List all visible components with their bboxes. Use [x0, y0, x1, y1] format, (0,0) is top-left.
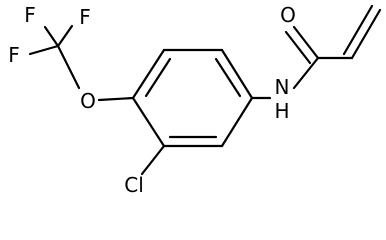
bond-carbonyl-o-a: [292, 25, 320, 60]
ring-bond-6: [131, 96, 166, 148]
atom-h: H: [274, 99, 289, 123]
ring-bond-4: [220, 96, 254, 148]
chemical-structure: F F F O Cl N H O: [8, 3, 382, 197]
atom-n: N: [275, 75, 290, 99]
bond-c-f-top: [43, 25, 60, 48]
bond-vinyl-b: [342, 4, 374, 56]
ring-double-2: [214, 57, 242, 98]
atom-f-left: F: [8, 43, 20, 67]
bond-ring-cl: [140, 144, 166, 176]
bond-c-o-ether-a: [56, 44, 81, 90]
atom-o-carbonyl: O: [280, 3, 296, 27]
atom-cl: Cl: [124, 173, 144, 197]
ring-bond-3: [220, 48, 254, 100]
amide-chain: [250, 4, 382, 100]
ring-bond-1: [131, 48, 166, 100]
bond-n-carbonyl: [292, 56, 320, 90]
bond-c-f-left: [28, 44, 60, 56]
bond-c-f-upper-right: [56, 24, 74, 48]
atom-f-upper-right: F: [79, 5, 91, 29]
bond-vinyl-a: [350, 8, 382, 60]
benzene-ring: [131, 48, 254, 148]
atom-o-ether: O: [80, 89, 96, 113]
bond-carbonyl-o-b: [284, 30, 312, 65]
trifluoromethyl-bonds: [28, 24, 81, 90]
ring-double-1: [144, 57, 172, 98]
bond-o-ring: [97, 96, 135, 102]
atom-f-top: F: [24, 3, 36, 27]
